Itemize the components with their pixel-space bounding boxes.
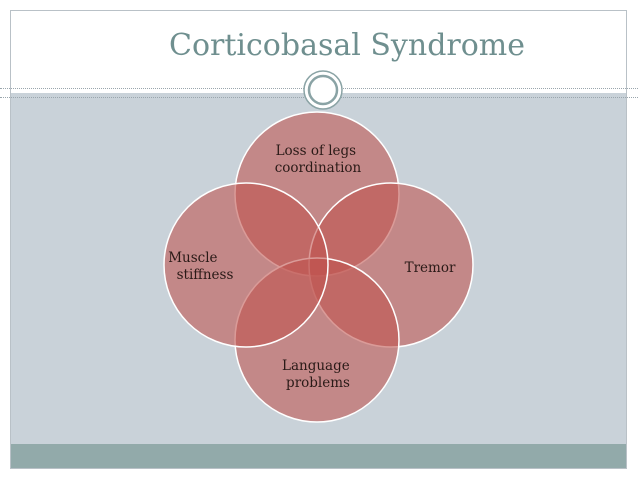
set-label-bottom: Language problems	[282, 358, 354, 391]
set-label-right: Tremor	[405, 260, 456, 276]
circle-ornament-icon	[303, 70, 343, 110]
slide-title: Corticobasal Syndrome	[169, 28, 526, 63]
venn-circles	[163, 111, 474, 423]
circle-left	[163, 182, 329, 348]
set-label-left: Muscle stiffness	[168, 250, 233, 283]
set-label-top: Loss of legs coordination	[275, 143, 362, 176]
footer-bar	[11, 444, 626, 468]
